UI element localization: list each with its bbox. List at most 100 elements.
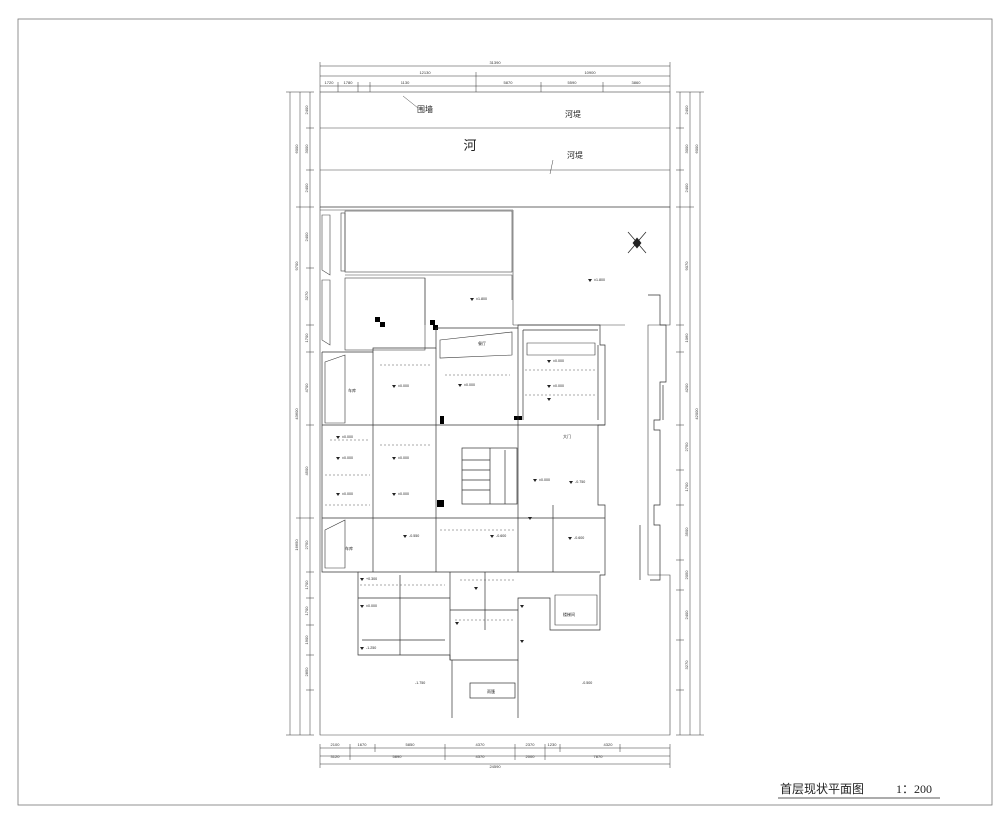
dim-left-1: 2400 — [304, 105, 309, 115]
level-room-9: ±0.000 — [398, 492, 409, 496]
drawing-scale: 1：200 — [896, 782, 932, 796]
dim-right-6: 4200 — [684, 383, 689, 393]
level-room-17: -1.250 — [366, 646, 376, 650]
room-label-stair: 楼梯间 — [563, 611, 575, 617]
dim-right-total-2: 42000 — [694, 408, 699, 420]
level-right-yard: ±1.800 — [594, 278, 605, 282]
dim-left-total-1: 6000 — [294, 144, 299, 154]
dim-bottom-2: 1670 — [358, 742, 368, 747]
top-dimension-lines — [319, 62, 671, 92]
dim-left-9: 2750 — [304, 540, 309, 550]
dim-right-10: 2050 — [684, 570, 689, 580]
dim-left-total-3: 43600 — [294, 408, 299, 420]
dim-top-4: 5870 — [504, 80, 514, 85]
river-zone — [319, 91, 671, 208]
building-walls — [321, 294, 667, 718]
dim-right-7: 2750 — [684, 442, 689, 452]
dim-bottom-sub-1: 3120 — [331, 754, 341, 759]
dim-left-total-2: 9700 — [294, 261, 299, 271]
site-boundary — [319, 206, 671, 736]
dim-left-8: 4500 — [304, 466, 309, 476]
sheet-frame — [17, 18, 993, 806]
right-dimension-lines — [676, 91, 704, 736]
dim-top-mid-1: 12130 — [419, 70, 431, 75]
dim-right-3: 2400 — [684, 183, 689, 193]
dim-right-9: 3500 — [684, 527, 689, 537]
level-room-8: ±0.000 — [342, 492, 353, 496]
dim-right-total-1: 6000 — [694, 144, 699, 154]
level-front-right: -0.500 — [582, 681, 592, 685]
dim-bottom-4: 4370 — [476, 742, 486, 747]
left-dimension-lines — [286, 91, 314, 736]
level-room-15: +0.300 — [366, 577, 377, 581]
level-markers — [336, 279, 592, 650]
room-label-porch: 雨篷 — [487, 688, 495, 694]
column-marks — [375, 317, 522, 507]
ramp-shapes — [324, 331, 598, 626]
dike-label: 河堤 — [565, 109, 581, 119]
dike-leader — [549, 159, 554, 175]
dim-top-total: 31390 — [489, 60, 501, 65]
dim-left-11: 1700 — [304, 606, 309, 616]
dim-left-12: 1900 — [304, 635, 309, 645]
dim-top-3: 1130 — [401, 80, 410, 85]
dim-top-2: 1780 — [344, 80, 354, 85]
right-yard — [512, 210, 625, 326]
level-room-1: ±0.000 — [398, 384, 409, 388]
dim-bottom-sub-3: 4370 — [476, 754, 486, 759]
level-front-left: -1.750 — [415, 681, 425, 685]
dim-left-total-4: 16650 — [294, 539, 299, 551]
dim-right-11: 2400 — [684, 610, 689, 620]
room-label-gate: 大门 — [563, 433, 571, 439]
level-upper-yard: ±1.800 — [476, 297, 487, 301]
dim-top-mid-2: 10900 — [584, 70, 596, 75]
dim-left-2: 3000 — [304, 144, 309, 154]
room-label-left-lower: 车库 — [345, 545, 353, 551]
dim-bottom-sub-5: 7870 — [594, 754, 604, 759]
level-room-6: ±0.000 — [342, 456, 353, 460]
dim-bottom-1: 2100 — [331, 742, 341, 747]
dim-right-5: 1060 — [684, 333, 689, 343]
river-label: 河 — [463, 138, 476, 153]
dim-bottom-6: 1230 — [548, 742, 558, 747]
level-room-5: ±0.000 — [342, 435, 353, 439]
level-room-10: ±0.000 — [539, 478, 550, 482]
dim-left-7: 4700 — [304, 383, 309, 393]
dim-top-5: 5590 — [568, 80, 578, 85]
dim-left-4: 2400 — [304, 232, 309, 242]
dim-left-3: 2400 — [304, 183, 309, 193]
dim-right-4: 9070 — [684, 261, 689, 271]
dim-bottom-total: 24590 — [489, 764, 501, 769]
room-label-dining: 餐厅 — [478, 340, 486, 346]
hidden-lines — [325, 364, 595, 621]
level-room-16: ±0.000 — [366, 604, 377, 608]
wall-label: 围墙 — [417, 104, 433, 114]
dim-left-5: 3270 — [304, 291, 309, 301]
dim-right-8: 1700 — [684, 482, 689, 492]
drawing-title: 首层现状平面图 — [780, 782, 864, 796]
dike-label-2: 河堤 — [567, 150, 583, 160]
level-room-13: -0.600 — [496, 534, 506, 538]
dim-left-10: 1700 — [304, 580, 309, 590]
upper-yard — [321, 210, 513, 351]
dim-top-6: 3860 — [632, 80, 642, 85]
level-room-12: -0.550 — [409, 534, 419, 538]
dim-right-12: 3270 — [684, 660, 689, 670]
level-room-4: ±0.000 — [553, 384, 564, 388]
bottom-dimension-lines — [319, 744, 671, 768]
wall-leader — [402, 95, 419, 109]
room-label-left-upper: 车库 — [348, 387, 356, 393]
dim-bottom-3: 5850 — [406, 742, 416, 747]
dim-right-2: 3000 — [684, 144, 689, 154]
north-arrow-icon — [627, 231, 647, 254]
level-room-14: -0.600 — [574, 536, 584, 540]
level-room-3: ±0.000 — [553, 359, 564, 363]
dim-left-6: 1700 — [304, 333, 309, 343]
level-room-2: ±0.000 — [464, 383, 475, 387]
dim-left-13: 2850 — [304, 667, 309, 677]
dim-bottom-7: 4320 — [604, 742, 614, 747]
level-room-11: -0.750 — [575, 480, 585, 484]
dim-right-1: 2400 — [684, 105, 689, 115]
